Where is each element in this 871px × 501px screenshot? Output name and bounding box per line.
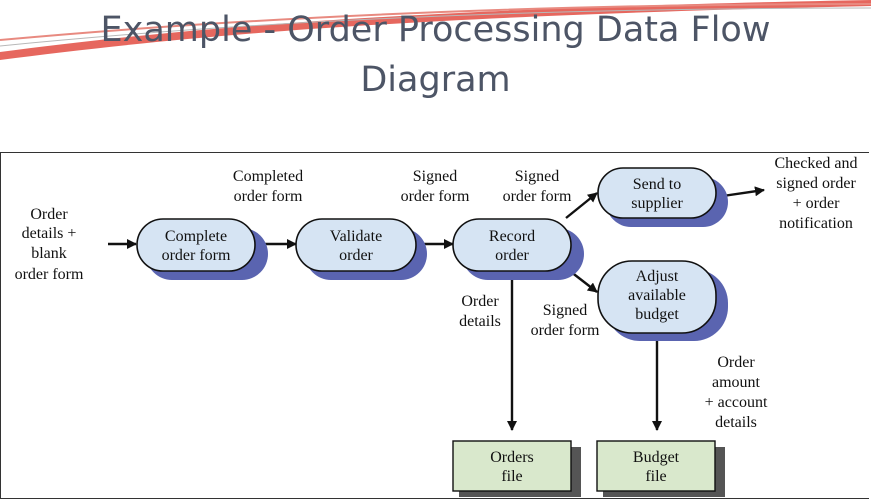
flow-label: order form [503, 188, 572, 205]
flow-label-signed2: Signed order form [503, 168, 572, 205]
data-store-orders-file: Orders file [452, 440, 581, 497]
flow-label: Order [717, 354, 755, 371]
data-store-budget-file: Budget file [596, 440, 725, 497]
process-label: supplier [631, 195, 683, 212]
flow-label: details [715, 414, 757, 431]
process-label: budget [635, 306, 679, 323]
process-label: Complete [165, 228, 227, 245]
flow-label: order form [531, 322, 600, 339]
flow-label: Order [30, 206, 68, 223]
process-complete-order-form: Complete order form [136, 218, 268, 280]
flow-label: order form [234, 188, 303, 205]
page-title: Example - Order Processing Data Flow [100, 10, 771, 50]
flow-label: Signed [543, 302, 587, 319]
flow-label-signed1: Signed order form [401, 168, 470, 205]
store-label: file [501, 468, 522, 485]
flow-label: signed order [776, 175, 856, 192]
store-label: file [645, 468, 666, 485]
process-record-order: Record order [452, 218, 584, 280]
flow-label: order form [401, 188, 470, 205]
process-label: Send to [633, 176, 681, 193]
flow-label-signed3: Signed order form [531, 302, 600, 339]
flow-label: Signed [515, 168, 559, 185]
process-label: order form [162, 247, 231, 264]
diagram-frame [0, 152, 869, 499]
process-adjust-available-budget: Adjust available budget [597, 260, 728, 341]
store-label: Budget [633, 449, 680, 466]
flow-label-input: Order details + blank order form [15, 206, 84, 283]
process-label: Adjust [636, 268, 679, 285]
flow-label: Checked and [774, 155, 857, 172]
flow-label-output: Checked and signed order + order notific… [774, 155, 857, 232]
flow-label: details + [22, 225, 77, 242]
process-send-to-supplier: Send to supplier [597, 167, 728, 227]
process-label: available [628, 287, 686, 304]
process-label: order [339, 247, 373, 264]
flow-arrow-signed2 [565, 192, 598, 219]
flow-label: amount [712, 374, 761, 391]
flow-label: Order [461, 293, 499, 310]
flow-label: notification [779, 215, 853, 232]
flow-label: Completed [233, 168, 303, 185]
flow-label: details [459, 313, 501, 330]
flow-label: + account [705, 394, 768, 411]
flow-label-order-details: Order details [459, 293, 501, 330]
process-validate-order: Validate order [295, 218, 427, 280]
flow-label: + order [793, 195, 840, 212]
flow-label: blank [31, 245, 67, 262]
page-title-line2: Diagram [360, 60, 511, 100]
process-label: Validate [330, 228, 382, 245]
store-label: Orders [490, 449, 534, 466]
flow-label-completed: Completed order form [233, 168, 303, 205]
flow-label-order-amount: Order amount + account details [705, 354, 768, 431]
process-label: order [495, 247, 529, 264]
process-label: Record [489, 228, 535, 245]
banner-swoosh [0, 0, 871, 60]
flow-label: Signed [413, 168, 457, 185]
flow-label: order form [15, 266, 84, 283]
